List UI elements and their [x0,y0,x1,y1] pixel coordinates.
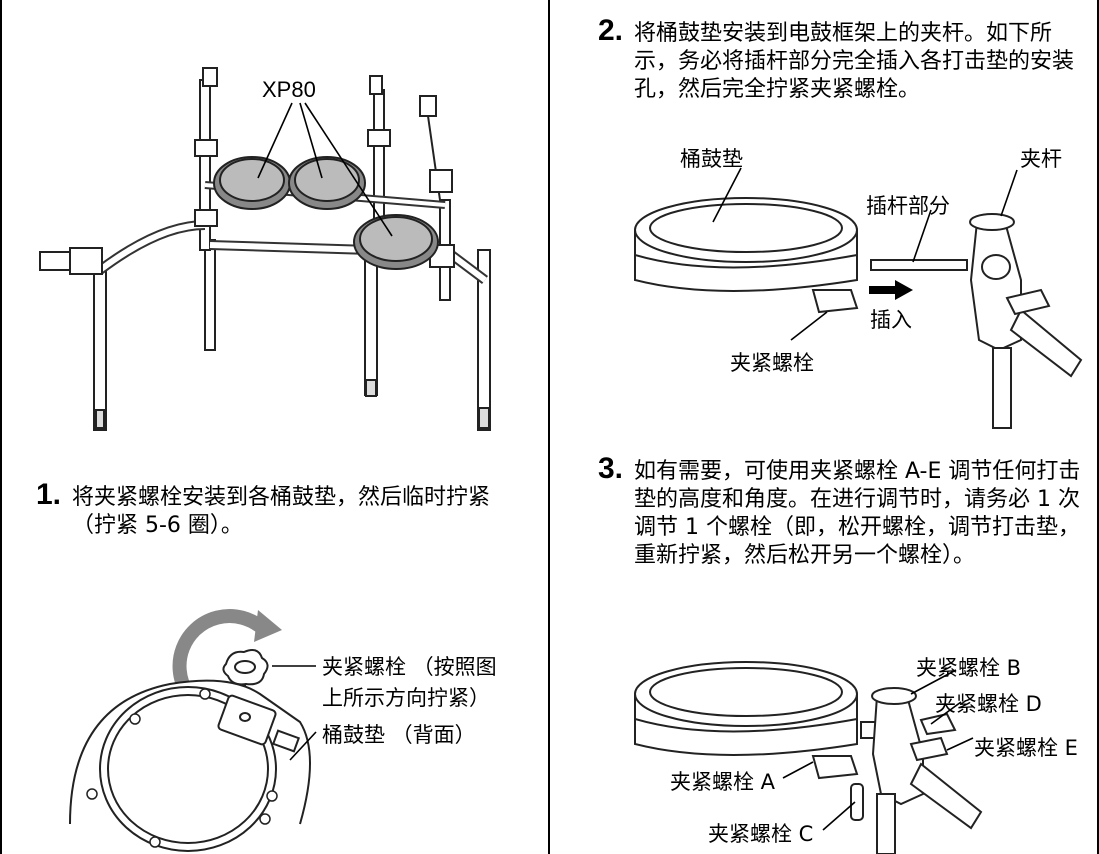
bolt-label-1: 夹紧螺栓 （按照图 [322,655,497,679]
left-page-edge [0,0,2,854]
pad-back-illustration [69,609,317,852]
bolt-label-2: 上所示方向拧紧） [322,686,490,710]
step-2: 2. 将桶鼓垫安装到电鼓框架上的夹杆。如下所示，务必将插杆部分完全插入各打击垫的… [598,14,1086,104]
step-1-text: 将夹紧螺栓安装到各桶鼓垫，然后临时拧紧 （拧紧 5-6 圈）。 [72,485,491,538]
bolt-a-label: 夹紧螺栓 A [670,770,776,794]
pad-back-label: 桶鼓垫 （背面） [322,723,476,747]
step-3-number: 3. [598,452,624,485]
bolt-d-label: 夹紧螺栓 D [935,692,1042,716]
drum-rack-illustration [39,67,491,431]
pad-2 [288,156,366,210]
pad-body [69,679,311,852]
knob [222,649,269,698]
pad-3 [353,214,439,270]
bolt-e-label: 夹紧螺栓 E [974,736,1078,760]
bolt-b-label: 夹紧螺栓 B [916,656,1022,680]
xp80-label: XP80 [262,77,316,102]
step-1-number: 1. [36,478,62,511]
pad-rod-illustration [634,167,1083,429]
insert-part-label: 插杆部分 [866,194,950,218]
step-2-text: 将桶鼓垫安装到电鼓框架上的夹杆。如下所示，务必将插杆部分完全插入各打击垫的安装孔… [634,21,1075,102]
bolt-c-label: 夹紧螺栓 C [708,822,814,846]
step-2-number: 2. [598,14,624,47]
rod-label: 夹杆 [1020,147,1062,171]
pad-1 [213,156,291,210]
column-divider [548,0,550,854]
right-page-edge [1097,0,1099,854]
bolts-a-e-illustration [634,661,983,854]
insert-label: 插入 [870,308,912,332]
clamp-bolt-label: 夹紧螺栓 [730,351,814,375]
step-3-text: 如有需要，可使用夹紧螺栓 A-E 调节任何打击垫的高度和角度。在进行调节时，请务… [634,459,1081,568]
step-3: 3. 如有需要，可使用夹紧螺栓 A-E 调节任何打击垫的高度和角度。在进行调节时… [598,452,1086,570]
tom-pad-label: 桶鼓垫 [680,147,743,171]
step-1: 1. 将夹紧螺栓安装到各桶鼓垫，然后临时拧紧 （拧紧 5-6 圈）。 [36,478,506,540]
